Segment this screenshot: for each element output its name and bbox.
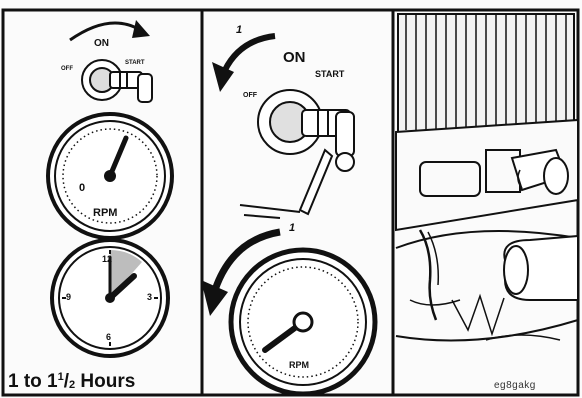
caption-lead: 1 to 1 [8, 371, 58, 392]
panel2-arrowhead-top-icon [212, 62, 234, 92]
panel1-clock-6-label: 6 [106, 333, 111, 342]
panel1-switch-start-label: START [125, 60, 145, 66]
panel2-ignition-switch-icon [240, 90, 354, 218]
panel2-tach-rpm-label: RPM [289, 361, 309, 370]
figure-code-label: eg8gakg [494, 380, 536, 391]
caption-fraction-numerator: 1 [58, 371, 64, 383]
panel2-tachometer-icon [231, 250, 375, 394]
panel2-step-mid-label: 1 [289, 223, 295, 234]
panel1-tach-zero-label: 0 [79, 183, 85, 194]
panel1-tachometer-icon [48, 114, 172, 238]
panel1-clock-12-label: 12 [102, 255, 112, 264]
panel3-radiator-icon [396, 14, 578, 230]
caption-tail: Hours [75, 371, 135, 392]
panel3-drain-pan-icon [396, 230, 578, 340]
panel1-ignition-switch-icon [82, 60, 152, 102]
panel1-clock-9-label: 9 [66, 293, 71, 302]
panel1-switch-on-label: ON [94, 39, 109, 49]
panel1-switch-off-label: OFF [61, 66, 73, 72]
panel2-switch-off-label: OFF [243, 92, 257, 99]
panel2-arrow-top-icon [225, 36, 275, 70]
panel2-step-top-label: 1 [236, 25, 242, 36]
panel2-switch-start-label: START [315, 70, 344, 79]
panel1-duration-caption: 1 to 11/2 Hours [8, 372, 135, 391]
panel1-tach-rpm-label: RPM [93, 208, 117, 219]
panel1-arrowhead-icon [132, 20, 150, 38]
panel1-clock-3-label: 3 [147, 293, 152, 302]
panel2-switch-on-label: ON [283, 50, 306, 65]
